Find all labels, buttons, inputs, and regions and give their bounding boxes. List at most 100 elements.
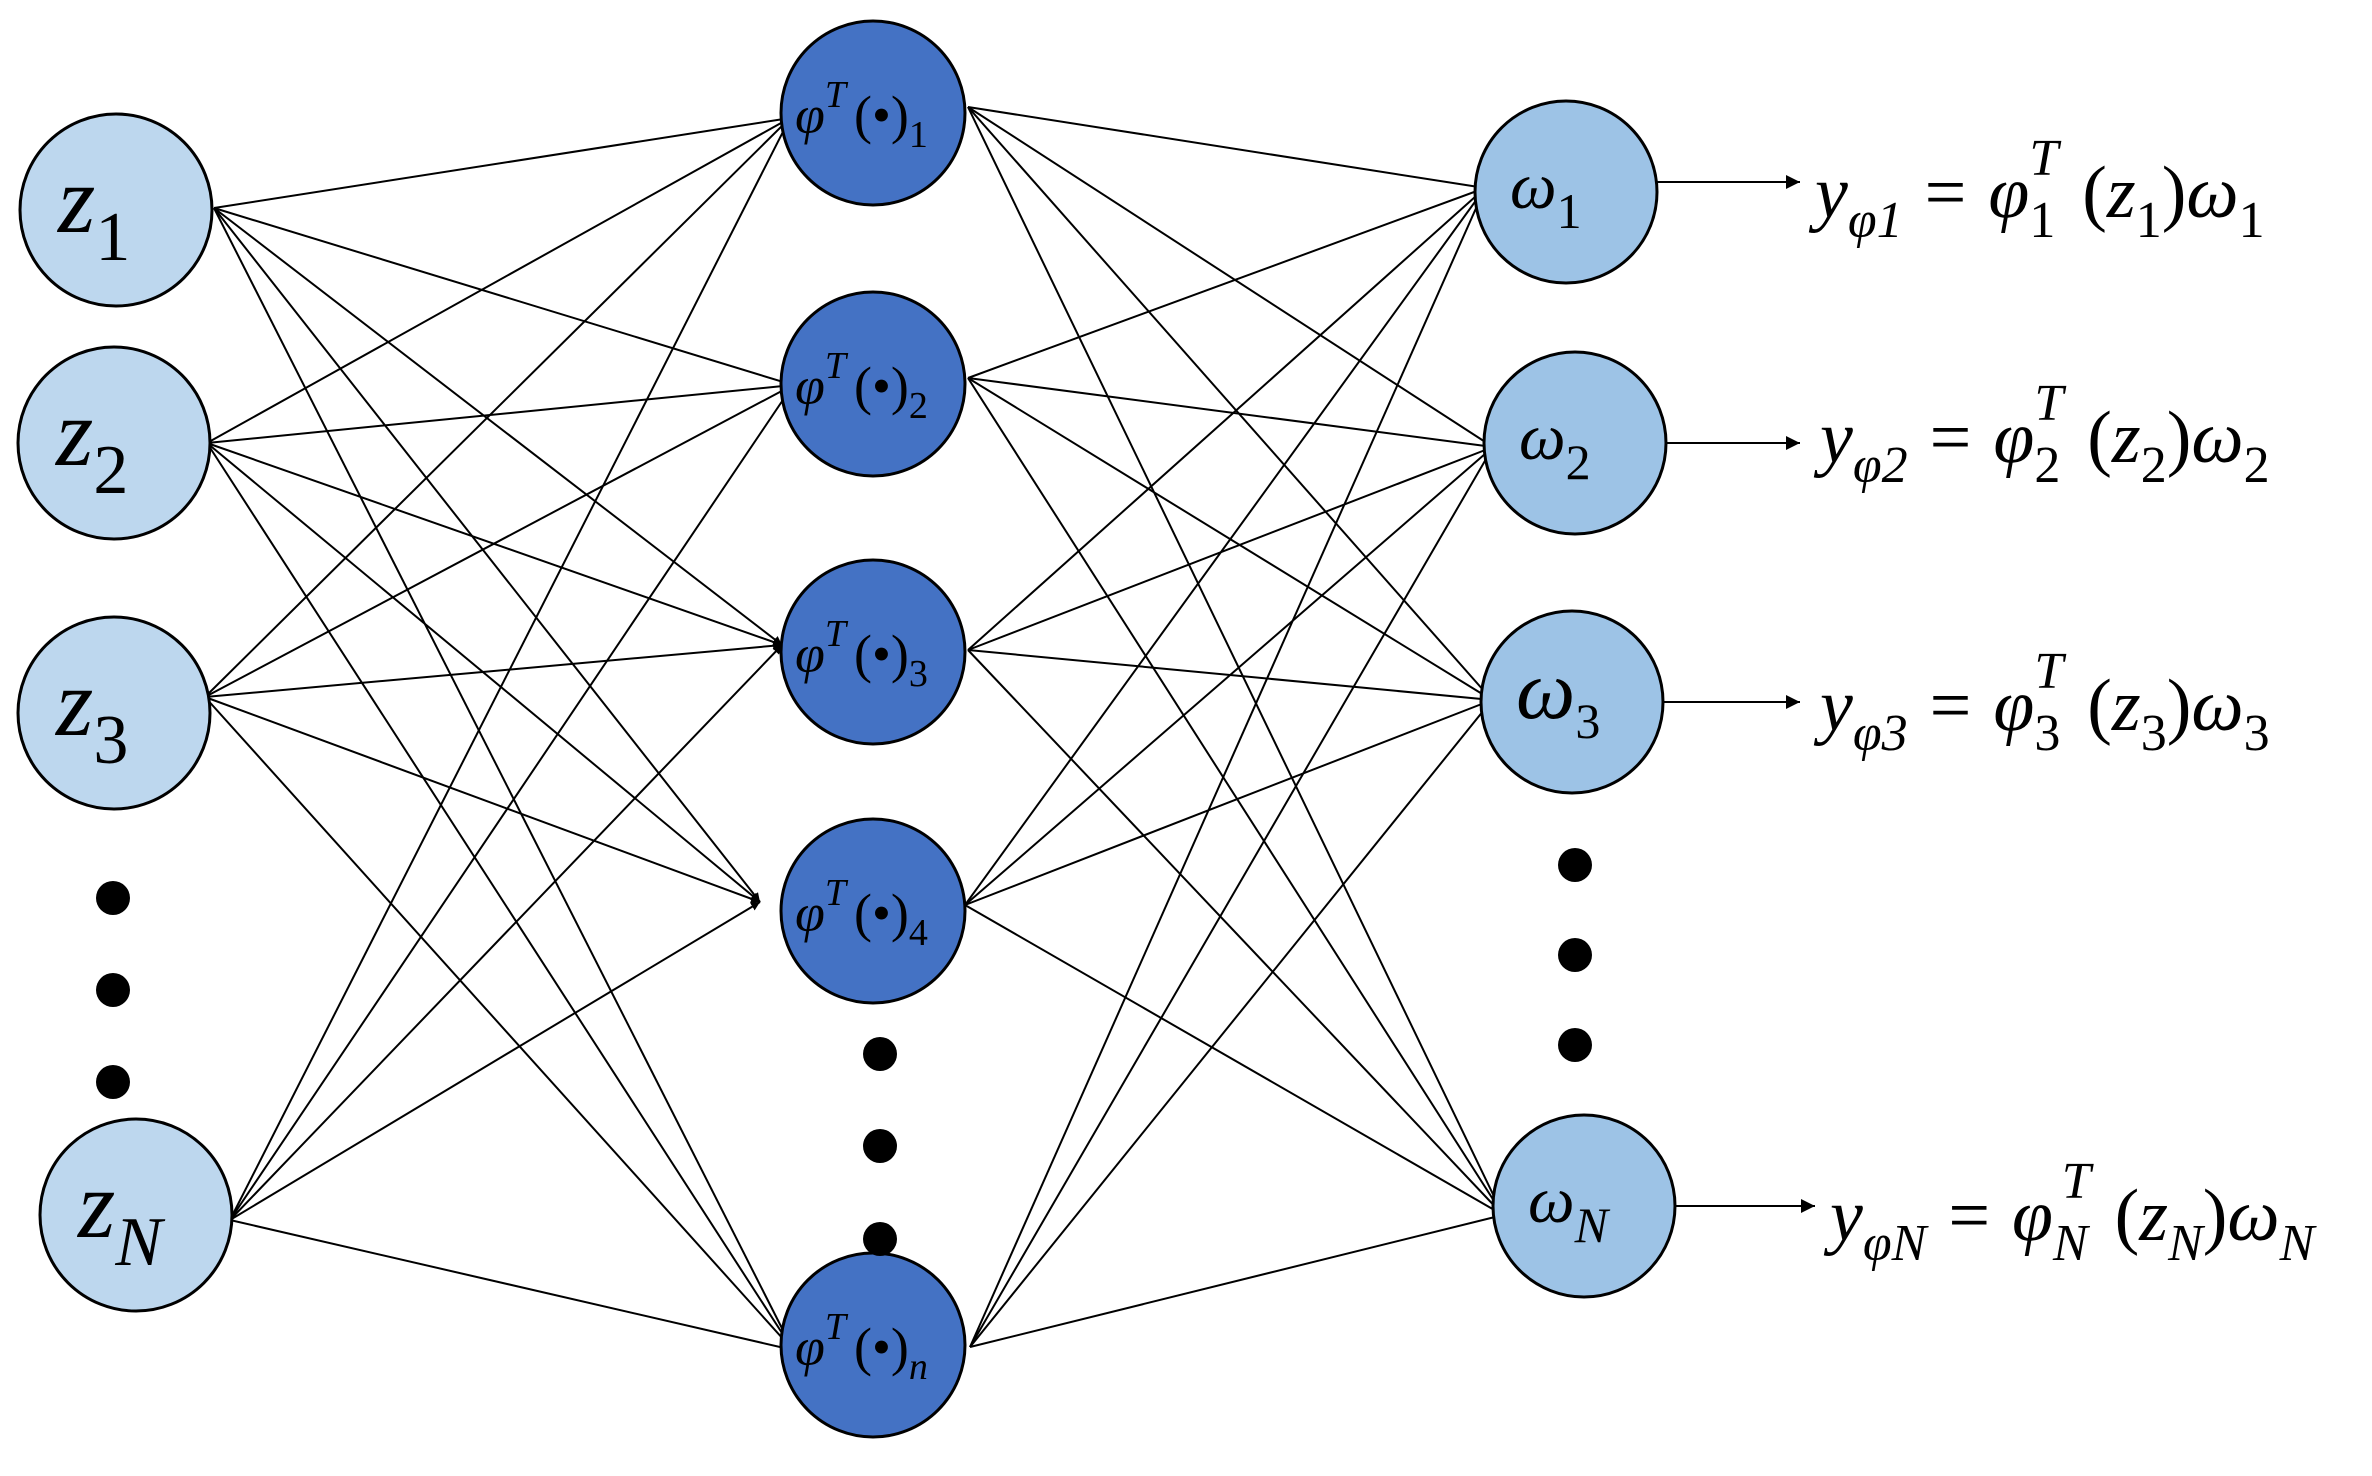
- input-node-2: z2: [16, 345, 212, 541]
- eq-phi-subscript: 3: [2034, 705, 2060, 762]
- hidden-node-subscript: 1: [909, 114, 928, 156]
- edge-z4-to-phi5: [229, 1219, 794, 1353]
- hidden-node-argument: (•): [854, 356, 909, 416]
- eq-phi: φ: [1988, 152, 2029, 234]
- eq-close-paren: ): [2162, 152, 2187, 234]
- eq-omega-subscript: 3: [2244, 705, 2270, 762]
- eq-z: z: [2111, 397, 2141, 479]
- edge-z2-to-phi1: [206, 117, 791, 444]
- output-equation-4: yφN=φNT(zN)ωN: [1823, 1153, 2318, 1272]
- hidden-node-argument: (•): [854, 624, 909, 684]
- eq-close-paren: ): [2167, 665, 2192, 747]
- hidden-node-superscript: T: [825, 1306, 849, 1348]
- hidden-node-phi: φ: [795, 624, 825, 684]
- edge-z1-to-phi2: [213, 207, 794, 387]
- hidden-node-argument: (•): [854, 1317, 909, 1377]
- hidden-node-1: φT(•)1: [779, 19, 967, 207]
- hidden-node-argument: (•): [854, 883, 909, 943]
- eq-y: y: [1813, 665, 1853, 747]
- edge-phi3-to-omega2: [967, 446, 1494, 651]
- eq-equals: =: [1948, 1175, 1990, 1257]
- edge-phi1-to-omega1: [967, 106, 1486, 192]
- output-node-omega: ω: [1516, 644, 1575, 737]
- output-equation-3: yφ3=φ3T(z3)ω3: [1813, 643, 2270, 762]
- hidden-node-circle: [779, 558, 967, 746]
- edge-z4-to-phi2: [229, 384, 794, 1221]
- edge-phi4-to-omega2: [964, 446, 1494, 906]
- output-node-2: ω2: [1482, 350, 1668, 536]
- input-node-base: z: [54, 379, 93, 486]
- input-node-1: z1: [18, 112, 214, 308]
- hidden-node-4: φT(•)4: [779, 817, 967, 1005]
- hidden-node-phi: φ: [795, 356, 825, 416]
- output-node-label: ω2: [1519, 401, 1591, 490]
- hidden-node-subscript: n: [909, 1346, 928, 1388]
- eq-z: z: [2106, 152, 2136, 234]
- eq-z-subscript: N: [2167, 1215, 2206, 1272]
- output-node-omega: ω: [1519, 401, 1566, 474]
- hidden-node-superscript: T: [825, 74, 849, 116]
- edge-phi2-to-omega1: [967, 186, 1486, 379]
- eq-omega: ω: [2191, 397, 2243, 479]
- edge-z1-to-phi5: [213, 207, 794, 1351]
- eq-omega: ω: [2227, 1175, 2279, 1257]
- hidden-node-subscript: 2: [909, 385, 928, 427]
- eq-open-paren: (: [2115, 1175, 2140, 1257]
- input-node-4: zN: [38, 1117, 234, 1313]
- hidden-node-phi: φ: [795, 883, 825, 943]
- eq-phi-subscript: N: [2052, 1215, 2091, 1272]
- eq-z-subscript: 3: [2141, 705, 2167, 762]
- eq-open-paren: (: [2087, 665, 2112, 747]
- eq-close-paren: ): [2203, 1175, 2228, 1257]
- eq-phi: φ: [1993, 397, 2034, 479]
- input-node-subscript: 1: [95, 199, 130, 276]
- hidden-node-circle: [779, 19, 967, 207]
- eq-y: y: [1813, 397, 1853, 479]
- eq-open-paren: (: [2087, 397, 2112, 479]
- eq-phi-subscript: 2: [2034, 437, 2060, 494]
- hidden-node-5: φT(•)n: [779, 1251, 967, 1439]
- eq-y: y: [1823, 1175, 1863, 1257]
- edge-z1-to-phi3: [213, 207, 783, 646]
- input-node-circle: [18, 112, 214, 308]
- input-node-circle: [16, 615, 212, 811]
- output-node-circle: [1479, 609, 1665, 795]
- edge-phi4-to-omega3: [964, 699, 1493, 906]
- input-ellipsis-dot-3: [96, 1065, 130, 1099]
- hidden-node-superscript: T: [825, 872, 849, 914]
- eq-omega-subscript: 2: [2244, 437, 2270, 494]
- eq-phi-superscript: T: [2034, 643, 2066, 700]
- hidden-node-phi: φ: [795, 85, 825, 145]
- output-node-subscript: 2: [1566, 434, 1591, 490]
- hidden-node-superscript: T: [825, 345, 849, 387]
- eq-y-subscript: φN: [1863, 1215, 1930, 1272]
- edge-phi1-to-omega2: [967, 106, 1494, 448]
- input-node-subscript: N: [114, 1204, 165, 1281]
- hidden-node-circle: [779, 817, 967, 1005]
- eq-phi-superscript: T: [2029, 130, 2061, 187]
- eq-close-paren: ): [2167, 397, 2192, 479]
- output-ellipsis-dot-1: [1558, 848, 1592, 882]
- edge-z3-to-phi5: [204, 696, 794, 1351]
- edge-z2-to-phi5: [206, 442, 794, 1351]
- output-node-3: ω3: [1479, 609, 1665, 795]
- eq-z-subscript: 2: [2141, 437, 2167, 494]
- input-node-base: z: [56, 146, 95, 253]
- output-node-label: ωN: [1528, 1164, 1611, 1253]
- output-ellipsis-dot-2: [1558, 938, 1592, 972]
- output-node-label: ω1: [1510, 150, 1582, 239]
- ellipsis-dots: [96, 848, 1592, 1256]
- input-node-label: zN: [76, 1151, 165, 1281]
- edge-z3-to-phi3: [204, 641, 783, 698]
- output-node-subscript: 3: [1575, 693, 1600, 749]
- hidden-node-subscript: 4: [909, 912, 928, 954]
- edge-z4-to-phi1: [229, 117, 791, 1221]
- output-node-label: ω3: [1516, 644, 1600, 749]
- input-node-label: z3: [54, 649, 128, 779]
- eq-omega: ω: [2191, 665, 2243, 747]
- hidden-node-subscript: 3: [909, 653, 928, 695]
- hidden-ellipsis-dot-3: [863, 1222, 897, 1256]
- input-node-label: z2: [54, 379, 128, 509]
- eq-y: y: [1808, 152, 1848, 234]
